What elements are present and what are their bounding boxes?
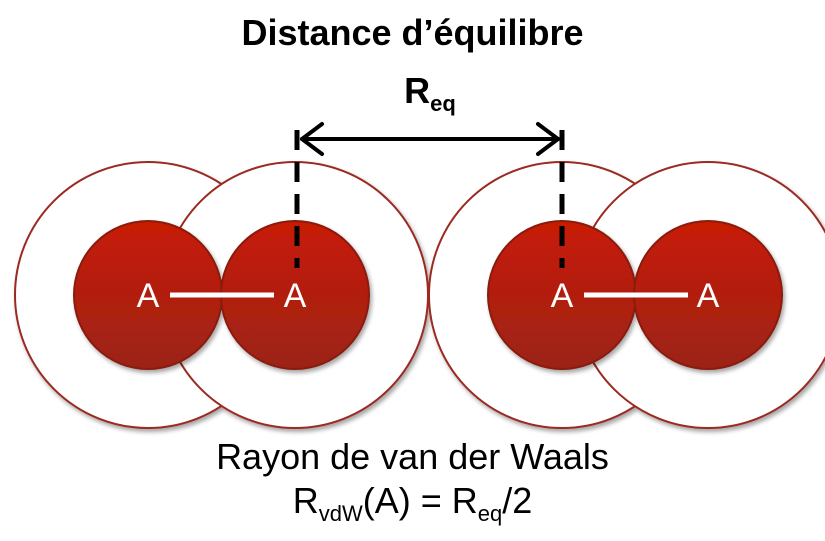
- vdw-formula: RvdW(A) = Req/2: [0, 480, 825, 527]
- atom-label-1: A: [137, 277, 160, 315]
- diagram-title: Distance d’équilibre: [241, 12, 584, 53]
- equilibrium-arrow: [300, 122, 560, 156]
- formula-tail: /2: [502, 480, 533, 521]
- formula-r2: R: [451, 480, 478, 521]
- atom-label-2: A: [284, 277, 307, 315]
- req-main: R: [404, 70, 431, 111]
- atom-label-3: A: [551, 277, 574, 315]
- formula-r2-sub: eq: [477, 501, 503, 526]
- formula-arg: (A) =: [362, 480, 452, 521]
- arrowhead-right: [536, 122, 560, 156]
- caption: Rayon de van der Waals: [216, 436, 609, 477]
- req-subscript: eq: [430, 91, 456, 116]
- formula-r: R: [292, 480, 319, 521]
- formula-r-sub: vdW: [318, 501, 363, 526]
- atom-label-4: A: [697, 277, 720, 315]
- req-label: Req: [380, 70, 480, 117]
- arrowhead-left: [300, 122, 324, 156]
